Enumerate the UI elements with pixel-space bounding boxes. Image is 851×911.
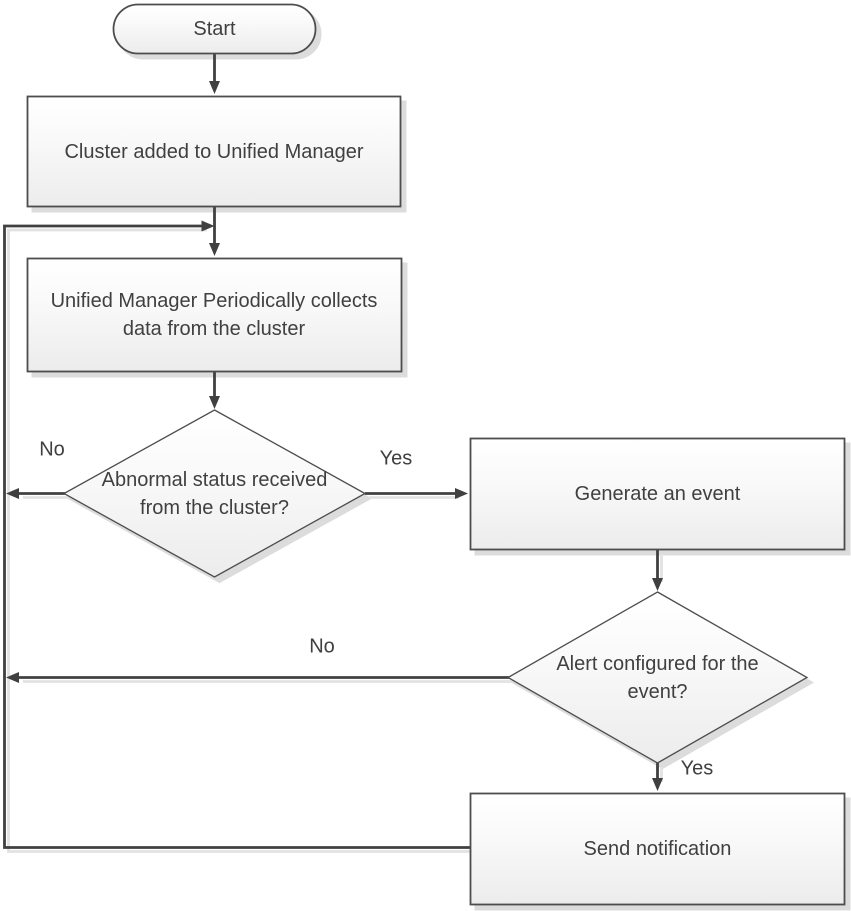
connector-generate-event-to-alert-configured (652, 550, 663, 591)
connector-feedback-loop (3, 220, 470, 849)
connector-alert-configured-no (6, 672, 509, 683)
connector-shadow-layer (7, 228, 663, 853)
generate-event-shape (469, 437, 846, 551)
connector-abnormal-status-no (6, 488, 65, 499)
send-notification-shape (469, 792, 846, 906)
cluster-added-shape (26, 95, 402, 208)
start-node-shape (112, 3, 317, 55)
connector-cluster-added-to-collect-data (209, 207, 220, 256)
abnormal-status-shape (62, 409, 367, 578)
connector-start-to-cluster-added (209, 54, 220, 94)
shape-layer (26, 3, 846, 906)
connector-layer (3, 54, 663, 849)
alert-configured-shape (506, 591, 809, 764)
connector-collect-data-to-abnormal-status (209, 372, 220, 409)
connector-alert-configured-yes (652, 763, 663, 791)
connector-abnormal-status-yes (365, 488, 468, 499)
collect-data-shape (26, 257, 403, 373)
